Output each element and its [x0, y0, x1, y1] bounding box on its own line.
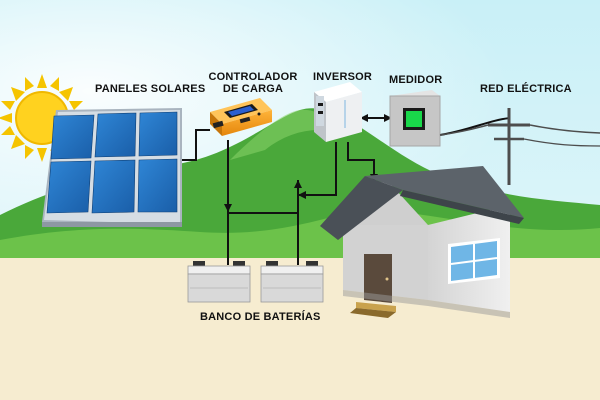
charge-controller-icon: [210, 98, 272, 136]
door-icon: [364, 254, 392, 303]
label-charge-controller: CONTROLADOR DE CARGA: [205, 71, 301, 95]
label-solar-panels: PANELES SOLARES: [95, 83, 206, 95]
label-charge-controller-line1: CONTROLADOR: [208, 71, 298, 83]
battery-icon-2: [260, 261, 324, 303]
house-icon: [320, 166, 524, 318]
label-meter: MEDIDOR: [389, 74, 443, 86]
inverter-icon: [314, 82, 362, 142]
meter-icon: [389, 90, 441, 147]
label-battery-bank: BANCO DE BATERÍAS: [200, 311, 321, 323]
label-grid: RED ELÉCTRICA: [480, 83, 572, 95]
wire-arrows: [224, 114, 392, 212]
solar-panel-icon: [42, 108, 182, 227]
utility-pole-icon: [439, 108, 600, 185]
window-icon: [448, 238, 500, 284]
label-charge-controller-line2: DE CARGA: [222, 83, 284, 95]
battery-icon-1: [187, 261, 251, 303]
label-inverter: INVERSOR: [313, 71, 373, 83]
